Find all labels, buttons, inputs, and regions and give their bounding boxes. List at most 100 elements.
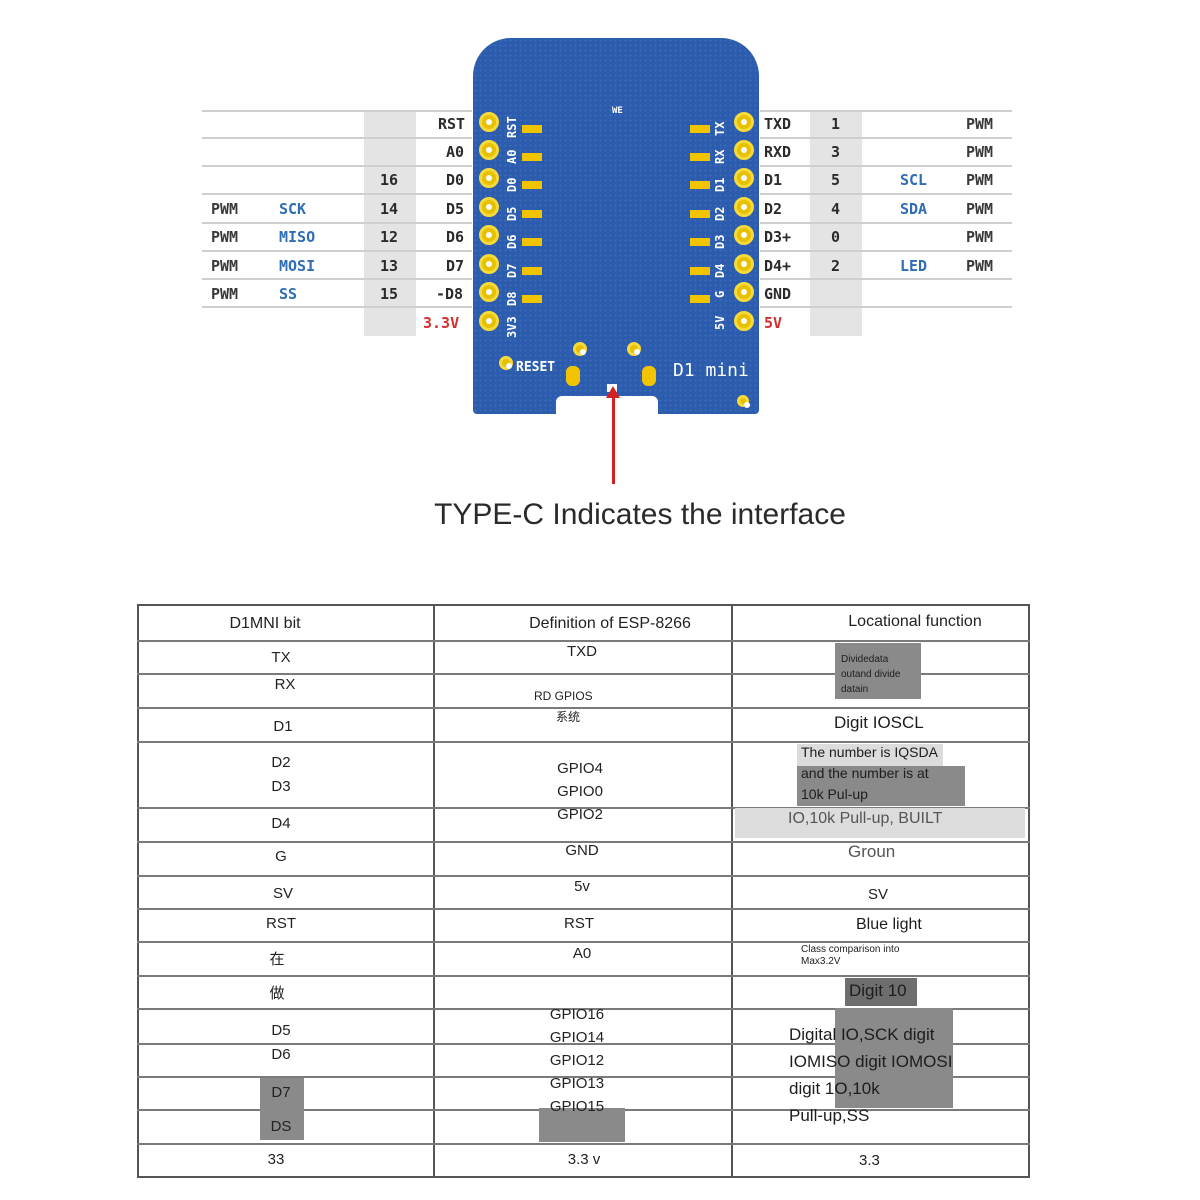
smd-pad — [522, 267, 542, 275]
right-gpio-number: 5 — [831, 171, 841, 189]
table-header: Locational function — [848, 613, 982, 630]
column-divider — [433, 604, 435, 1178]
type-c-caption: TYPE-C Indicates the interface — [434, 498, 846, 531]
silk-label: D5 — [505, 206, 519, 221]
right-func-pwm: PWM — [966, 257, 994, 275]
silk-label: RX — [713, 149, 727, 164]
left-row-line — [202, 165, 472, 167]
pin-pad — [479, 140, 499, 160]
row-divider — [137, 1008, 1030, 1010]
left-func-spi: MOSI — [279, 257, 316, 275]
table-note: Digital IO,SCK digit IOMISO digit IOMOSI… — [789, 1025, 953, 1125]
table-note: Digit IOSCL — [834, 713, 924, 732]
table-cell-definition: 系统 — [556, 710, 581, 724]
table-cell-definition: 5v — [574, 878, 590, 895]
right-gpio-number: 4 — [831, 200, 841, 218]
mounting-pad — [737, 395, 750, 408]
right-pin-label: D4+ — [764, 257, 792, 275]
table-cell-definition: RST — [564, 915, 594, 932]
smd-pad — [522, 238, 542, 246]
left-func-spi: SCK — [279, 200, 307, 218]
smd-pad — [522, 210, 542, 218]
left-gpio-number: 16 — [380, 171, 399, 189]
left-func-pwm: PWM — [211, 228, 239, 246]
row-divider — [137, 1076, 1030, 1078]
table-note: Dividedata outand divide datain — [841, 654, 901, 695]
table-note: SV — [868, 886, 889, 903]
left-row-line — [202, 193, 472, 195]
right-gpio-number: 3 — [831, 143, 841, 161]
smd-pad — [690, 181, 710, 189]
table-frame — [137, 604, 1030, 1178]
row-divider — [137, 1143, 1030, 1145]
table-cell-bit: RST — [266, 915, 296, 932]
left-pin-label-3v3: 3.3V — [423, 314, 460, 332]
smd-pad — [522, 295, 542, 303]
pin-pad — [734, 254, 754, 274]
right-pin-label: TXD — [764, 115, 792, 133]
table-cell-bit: 在 — [269, 951, 285, 968]
right-pin-label: D1 — [764, 171, 783, 189]
silk-label: A0 — [505, 149, 519, 164]
silk-label: TX — [713, 121, 727, 136]
table-cell-definition: TXD — [567, 643, 597, 660]
table-cell-bit: D6 — [271, 1046, 291, 1063]
pin-pad — [734, 311, 754, 331]
table-cell-bit: RX — [274, 676, 296, 693]
table-note: Digit 10 — [849, 981, 907, 1000]
right-row-line — [760, 278, 1012, 280]
right-row-line — [760, 137, 1012, 139]
right-gpio-number: 2 — [831, 257, 841, 275]
smd-pad — [566, 366, 580, 386]
smd-pad — [522, 181, 542, 189]
pin-pad — [734, 140, 754, 160]
left-gpio-number: 12 — [380, 228, 399, 246]
left-row-line — [202, 110, 472, 112]
table-note: 3.3 — [859, 1152, 880, 1169]
silk-label: D2 — [713, 206, 727, 221]
mounting-pad — [573, 342, 587, 356]
shaded-patch — [845, 978, 917, 1006]
pin-pad — [479, 311, 499, 331]
smd-pad — [690, 210, 710, 218]
left-gpio-number: 14 — [380, 200, 399, 218]
pin-pad — [479, 168, 499, 188]
shaded-patch — [835, 1008, 953, 1108]
table-cell-definition: GPIO16 — [549, 1006, 605, 1023]
table-cell-bit: TX — [271, 649, 291, 666]
table-header: Definition of ESP-8266 — [529, 615, 691, 632]
shaded-patch — [539, 1108, 625, 1142]
table-cell-definition: A0 — [572, 945, 592, 962]
left-pin-label: D6 — [446, 228, 465, 246]
right-row-line — [760, 165, 1012, 167]
reset-button — [499, 356, 513, 370]
usb-notch — [556, 396, 658, 416]
smd-pad — [690, 238, 710, 246]
left-func-pwm: PWM — [211, 200, 239, 218]
pin-pad — [734, 112, 754, 132]
smd-pad — [690, 125, 710, 133]
table-cell-definition: GPIO12 — [549, 1052, 605, 1069]
reset-label: RESET — [516, 360, 556, 375]
smd-pad — [522, 125, 542, 133]
pin-pad — [479, 254, 499, 274]
left-func-spi: MISO — [279, 228, 316, 246]
row-divider — [137, 640, 1030, 642]
shaded-patch — [735, 808, 1025, 838]
left-gpio-number: 15 — [380, 285, 399, 303]
table-cell-definition: 3.3 v — [567, 1151, 601, 1168]
left-pin-label: -D8 — [436, 285, 464, 303]
shaded-patch — [260, 1078, 304, 1140]
silk-label: RST — [505, 116, 519, 138]
smd-pad — [642, 366, 656, 386]
right-gpio-number: 1 — [831, 115, 841, 133]
smd-pad — [690, 153, 710, 161]
left-gpio-number: 13 — [380, 257, 399, 275]
pointer-arrow — [612, 392, 615, 484]
row-divider — [137, 707, 1030, 709]
table-cell-definition: GPIO4 — [557, 760, 603, 777]
right-func-pwm: PWM — [966, 115, 994, 133]
mounting-pad — [627, 342, 641, 356]
board-name-label: D1 mini — [673, 360, 749, 381]
left-row-line — [202, 222, 472, 224]
